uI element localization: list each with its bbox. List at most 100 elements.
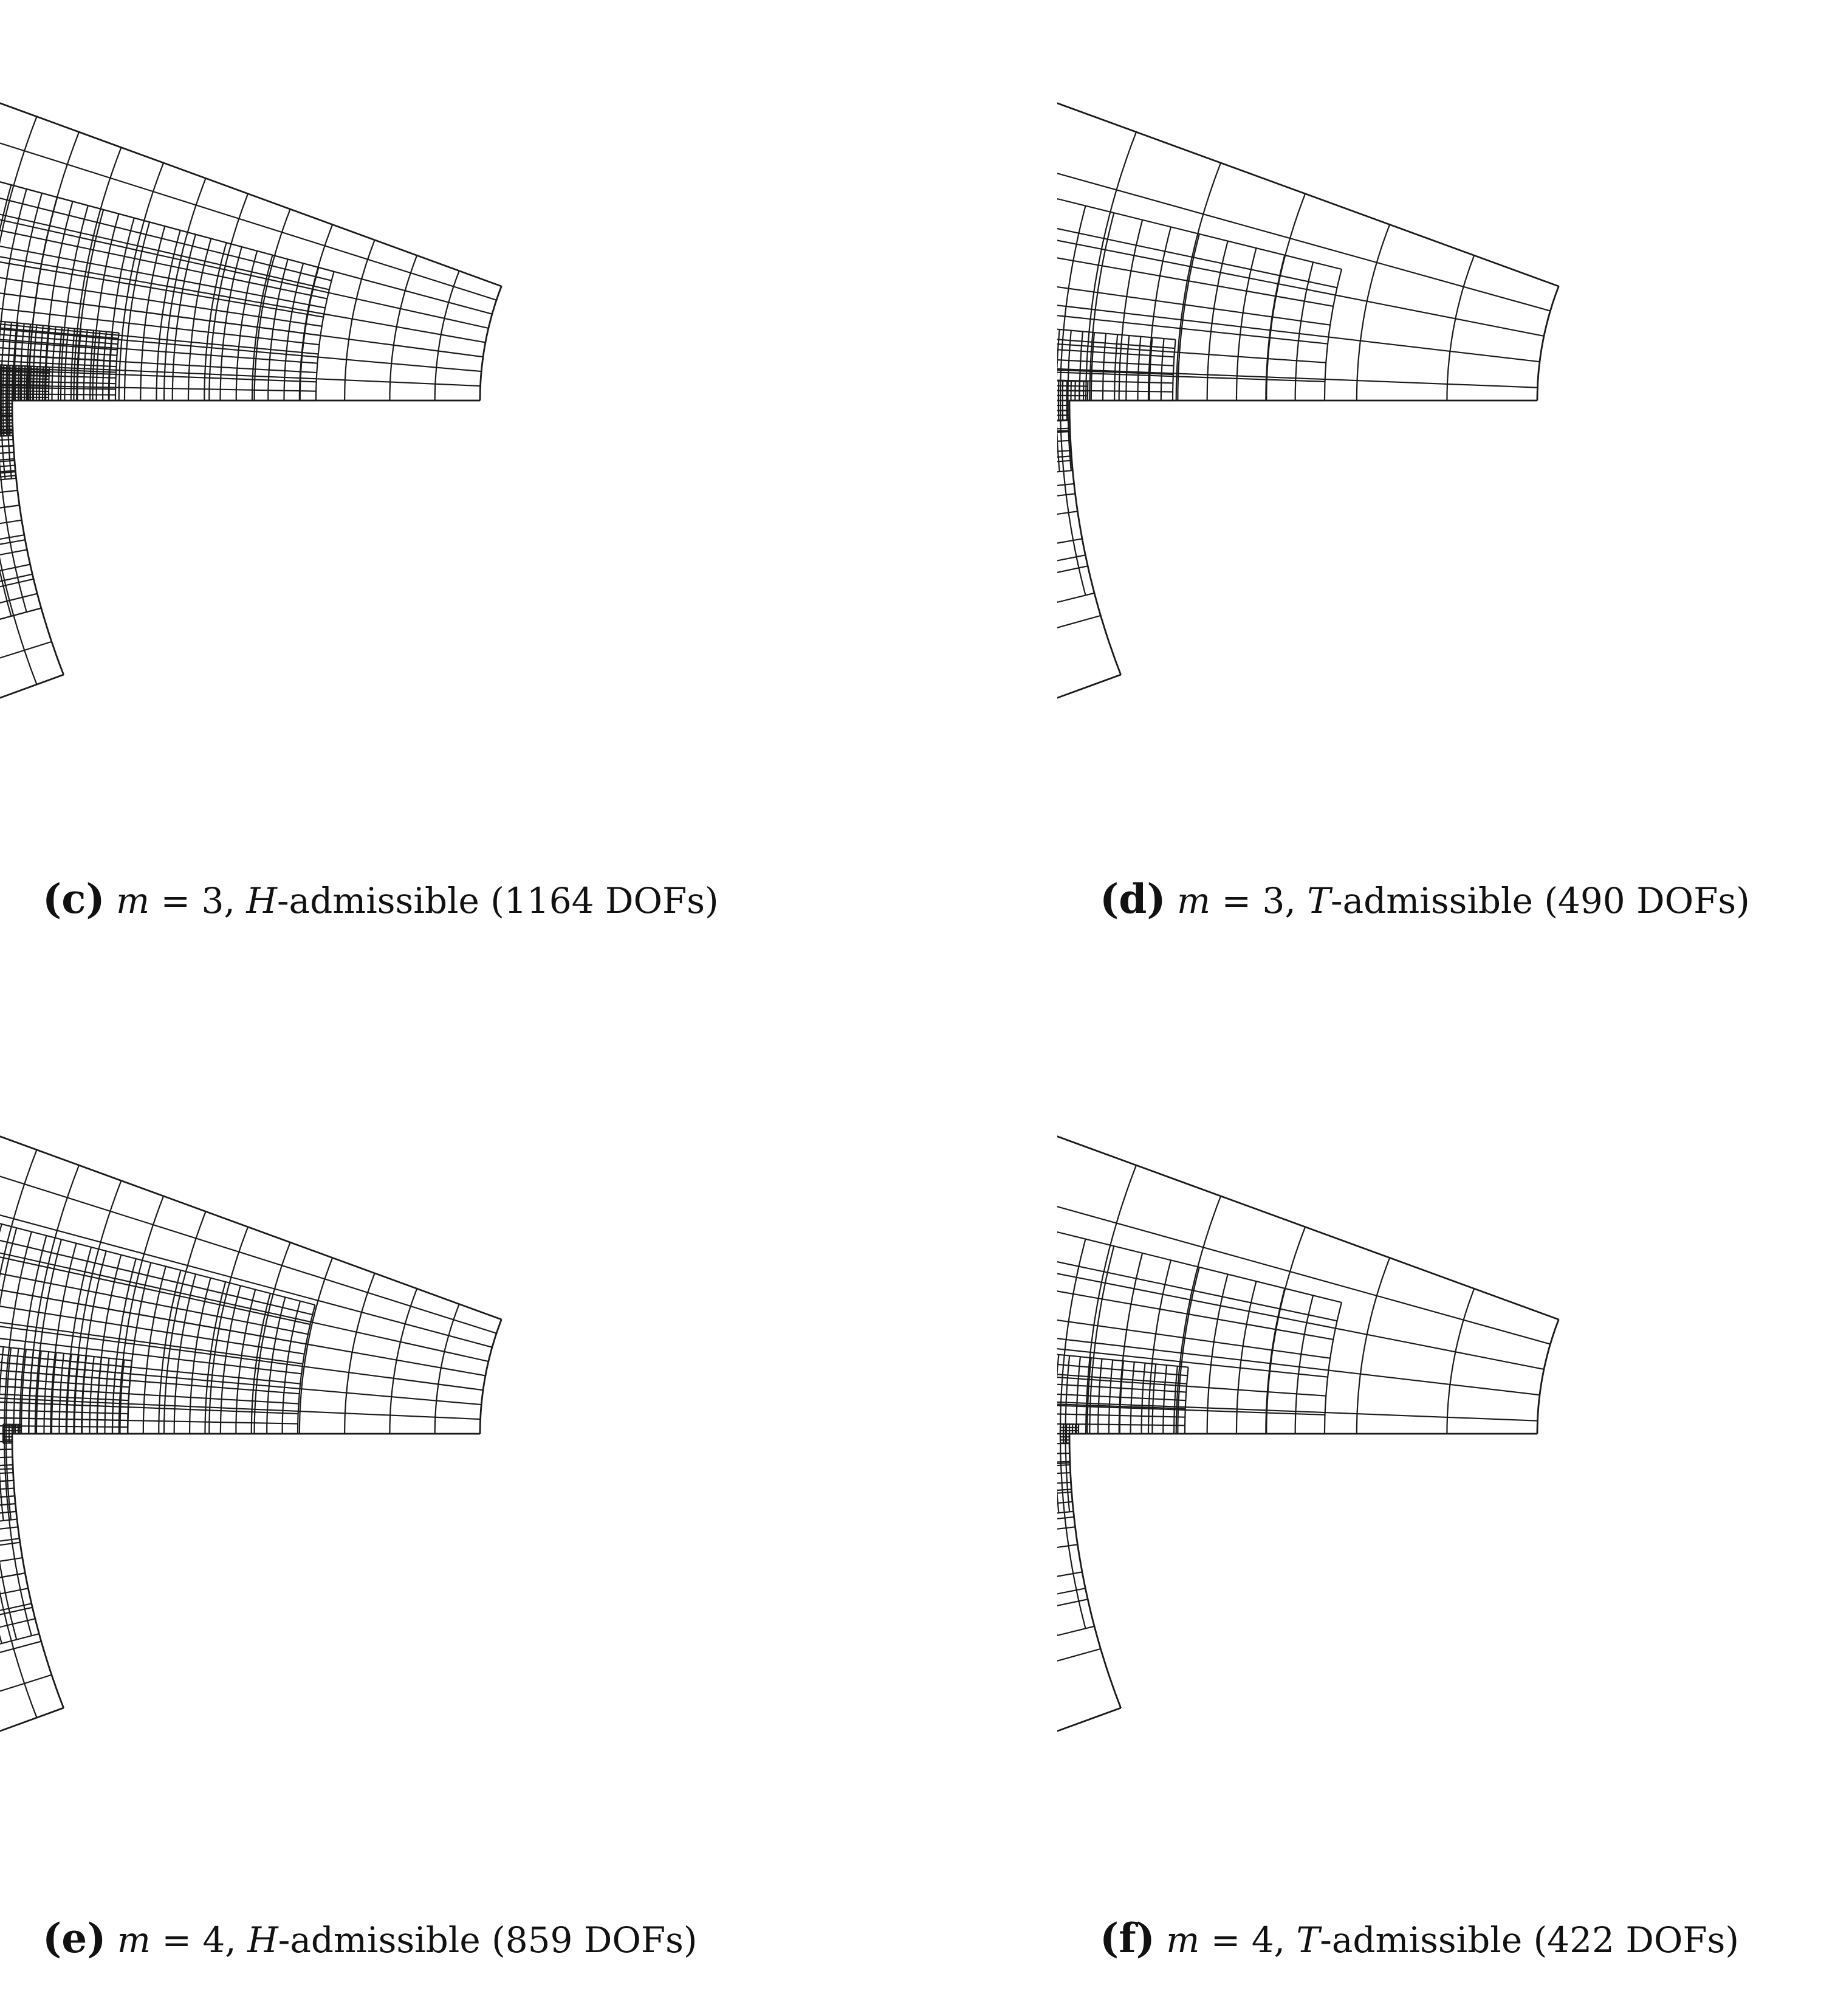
mesh-radial-line	[0, 607, 42, 620]
mesh-radial-line	[0, 1354, 131, 1368]
mesh-radial-line	[1057, 469, 1073, 473]
mesh-arc-line	[1235, 1281, 1257, 1434]
mesh-radial-line	[0, 1401, 128, 1408]
top-edge	[1057, 1135, 1559, 1321]
mesh-arc-line	[204, 1281, 227, 1434]
caption-variable: m	[1177, 880, 1211, 921]
mesh-radial-line	[1057, 614, 1101, 628]
mesh-radial-line	[1057, 1510, 1074, 1514]
mesh-radial-line	[0, 563, 30, 572]
mesh-radial-line	[1057, 1405, 1325, 1416]
inner-boundary-bottom	[1068, 1433, 1122, 1708]
mesh-arc-line	[1266, 1226, 1306, 1434]
mesh-radial-line	[0, 593, 38, 604]
mesh-radial-line	[1057, 1206, 1551, 1345]
mesh-radial-line	[1057, 198, 1342, 270]
mesh-radial-line	[1057, 1625, 1095, 1637]
mesh-arc-line	[1137, 336, 1142, 401]
mesh-arc-line	[344, 239, 376, 401]
mesh-arc-line	[108, 332, 114, 401]
mesh-radial-line	[1057, 483, 1074, 486]
mesh-radial-line	[0, 573, 33, 582]
mesh-arc-line	[8, 365, 11, 436]
mesh-arc-line	[1125, 335, 1130, 401]
mesh-arc-line	[102, 331, 107, 401]
mesh-arc-line	[89, 330, 95, 401]
mesh-arc-line	[0, 1228, 18, 1640]
mesh-radial-line	[1057, 1588, 1086, 1595]
mesh-radial-line	[1057, 1707, 1121, 1732]
mesh-arc-line	[1446, 255, 1475, 401]
caption-c: (c) m = 3, H-admissible (1164 DOFs)	[43, 875, 719, 923]
mesh-radial-line	[1057, 1491, 1072, 1494]
top-edge	[0, 1135, 502, 1321]
mesh-radial-line	[1057, 1571, 1083, 1577]
mesh-arc-line	[28, 1350, 35, 1434]
mesh-panel-d: (d) m = 3, T-admissible (490 DOFs)	[1057, 0, 1835, 1009]
mesh-radial-line	[1057, 228, 1337, 289]
mesh-group	[1057, 102, 1560, 699]
mesh-arc-line	[1265, 1288, 1286, 1434]
mesh-arc-line	[35, 366, 38, 401]
mesh-c	[0, 102, 502, 699]
mesh-radial-line	[1057, 315, 1328, 345]
mesh-arc-line	[389, 1288, 418, 1434]
mesh-radial-line	[1057, 1544, 1078, 1549]
inner-boundary-bottom	[1068, 400, 1122, 675]
mesh-arc-line	[96, 1357, 103, 1434]
mesh-radial-line	[0, 1707, 64, 1732]
mesh-arc-line	[65, 1247, 92, 1434]
mesh-arc-line	[1118, 219, 1144, 401]
mesh-arc-line	[1119, 1361, 1125, 1434]
mesh-arc-line	[38, 366, 41, 401]
mesh-radial-line	[1057, 328, 1176, 340]
caption-value: = 3,	[1210, 880, 1308, 921]
mesh-radial-line	[0, 1135, 502, 1321]
mesh-radial-line	[0, 1588, 29, 1595]
mesh-radial-line	[0, 364, 50, 368]
mesh-arc-line	[140, 225, 166, 401]
mesh-arc-line	[266, 1297, 286, 1434]
mesh-arc-line	[11, 365, 14, 436]
caption-variable: m	[117, 1919, 151, 1961]
mesh-radial-line	[1057, 286, 1331, 326]
mesh-radial-line	[0, 1606, 33, 1615]
mesh-arc-line	[173, 1274, 197, 1434]
mesh-arc-line	[64, 328, 69, 401]
caption-space: T	[1296, 1919, 1320, 1961]
mesh-arc-line	[1173, 1366, 1178, 1434]
mesh-arc-line	[235, 1289, 256, 1434]
caption-space: H	[246, 880, 277, 921]
mesh-radial-line	[0, 519, 22, 525]
mesh-radial-line	[1057, 1319, 1331, 1359]
mesh-radial-line	[1057, 1376, 1326, 1397]
inner-boundary-top	[1536, 286, 1560, 401]
mesh-arc-line	[73, 147, 122, 401]
mesh-arc-line	[1118, 1253, 1144, 1434]
mesh-radial-line	[1057, 538, 1083, 544]
mesh-arc-line	[74, 1355, 80, 1434]
mesh-arc-line	[81, 1355, 87, 1434]
mesh-arc-line	[50, 1243, 77, 1434]
mesh-arc-line	[1266, 193, 1306, 401]
mesh-arc-line	[51, 326, 57, 401]
mesh-arc-line	[479, 1319, 502, 1434]
mesh-arc-line	[19, 1235, 47, 1434]
mesh-arc-line	[92, 213, 120, 401]
mesh-radial-line	[0, 1214, 493, 1348]
inner-boundary-bottom	[11, 1433, 64, 1708]
mesh-arc-line	[5, 365, 8, 436]
bottom-edge	[1057, 673, 1122, 699]
mesh-arc-line	[158, 1270, 182, 1434]
mesh-radial-line	[1057, 1501, 1073, 1504]
mesh-arc-line	[89, 1356, 95, 1434]
mesh-e	[0, 1135, 502, 1732]
mesh-radial-line	[0, 1633, 39, 1645]
mesh-arc-line	[434, 1304, 460, 1434]
mesh-arc-line	[1536, 286, 1560, 401]
mesh-arc-line	[204, 243, 227, 401]
mesh-arc-line	[434, 270, 460, 401]
mesh-radial-line	[0, 1572, 26, 1578]
mesh-arc-line	[118, 162, 165, 401]
